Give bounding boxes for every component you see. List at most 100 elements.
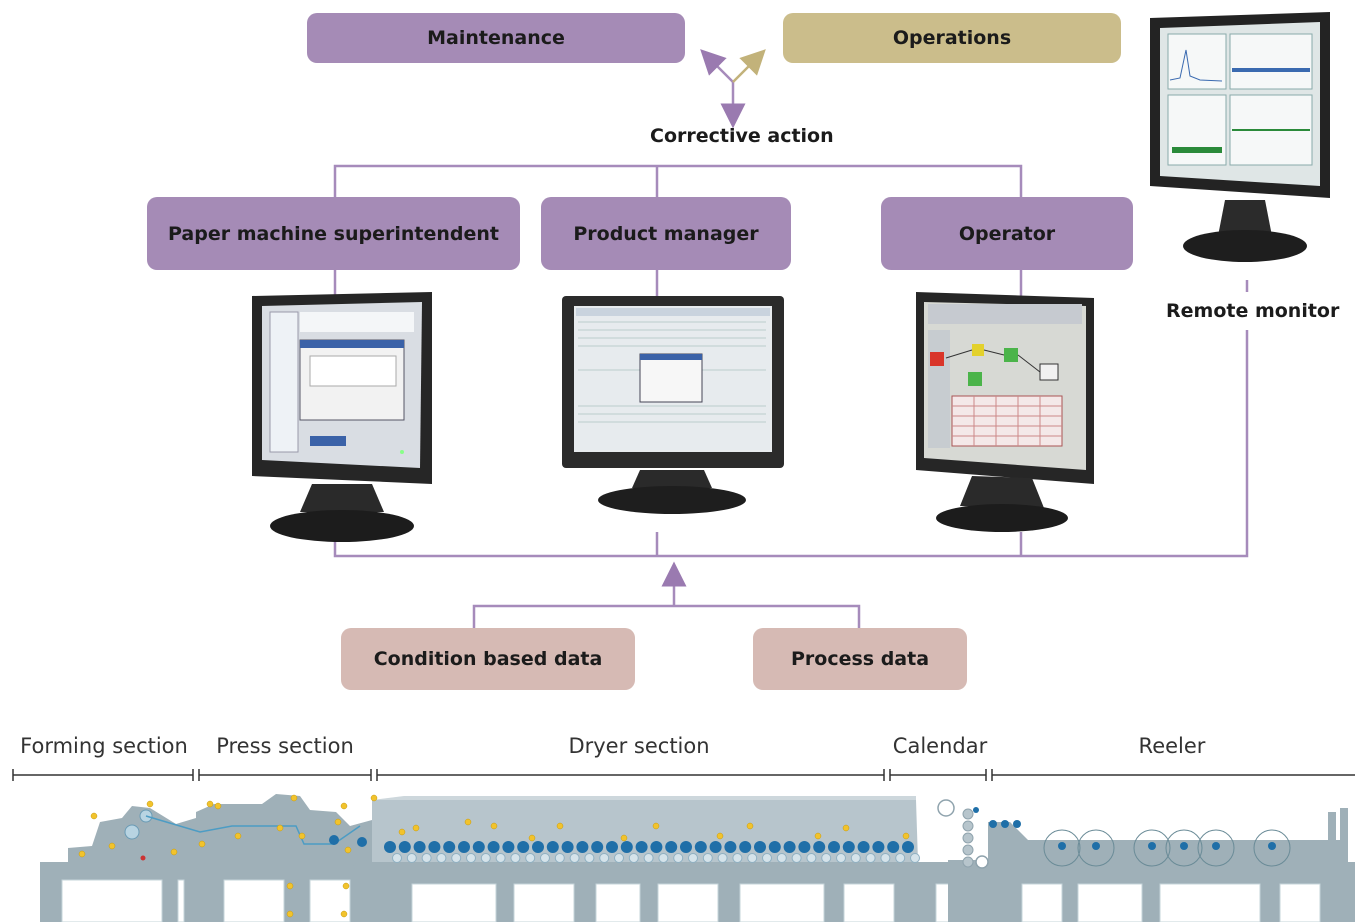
- dryer-cylinder-top: [709, 841, 722, 853]
- dryer-cylinder-bottom: [910, 853, 920, 863]
- dryer-cylinder-top: [694, 841, 707, 853]
- corrective-action-label: Corrective action: [650, 125, 834, 147]
- dryer-cylinder-top: [828, 841, 840, 853]
- dryer-cylinder-bottom: [584, 853, 595, 863]
- dryer-cylinder-bottom: [850, 853, 861, 863]
- calendar-label: Calendar: [892, 734, 988, 758]
- reeler-label: Reeler: [1138, 734, 1206, 758]
- dryer-cylinder-bottom: [480, 853, 491, 863]
- dryer-cylinder-bottom: [791, 853, 802, 863]
- dryer-cylinder-bottom: [466, 853, 476, 863]
- dryer-cylinder-top: [517, 841, 530, 853]
- process-data-box: Process data: [753, 628, 967, 690]
- dryer-cylinder-top: [739, 841, 752, 853]
- dryer-cylinder-top: [561, 841, 574, 853]
- dryer-cylinder-top: [798, 841, 811, 853]
- dryer-cylinder-bottom: [895, 853, 906, 863]
- product-manager-label: Product manager: [573, 222, 759, 245]
- dryer-cylinder-bottom: [392, 853, 402, 863]
- operator-monitor-image: [916, 292, 1094, 532]
- dryer-cylinder-bottom: [702, 853, 713, 863]
- dryer-cylinder-top: [887, 841, 900, 853]
- dryer-cylinder-top: [443, 841, 456, 853]
- dryer-cylinder-bottom: [806, 853, 817, 863]
- dryer-cylinder-top: [458, 841, 470, 853]
- dryer-cylinder-top: [591, 841, 604, 853]
- dryer-cylinder-bottom: [865, 853, 876, 863]
- product-manager-monitor-image: [562, 296, 784, 514]
- product-manager-box: Product manager: [541, 197, 791, 270]
- dryer-cylinder-top: [620, 841, 633, 853]
- dryer-cylinder-bottom: [747, 853, 758, 863]
- dryer-cylinder-top: [813, 841, 826, 853]
- dryer-cylinder-bottom: [732, 853, 743, 863]
- maintenance-box: Maintenance: [307, 13, 685, 63]
- dryer-cylinder-top: [576, 841, 589, 853]
- dryer-cylinder-bottom: [880, 853, 891, 863]
- dryer-cylinder-top: [680, 841, 692, 853]
- dryer-cylinder-bottom: [406, 853, 417, 863]
- remote-monitor-image: [1150, 12, 1330, 262]
- dryer-cylinder-top: [650, 841, 663, 853]
- dryer-cylinder-top: [413, 841, 426, 853]
- dryer-cylinder-top: [398, 841, 411, 853]
- dryer-cylinder-bottom: [525, 853, 536, 863]
- dryer-cylinder-top: [857, 841, 870, 853]
- dryer-cylinder-bottom: [599, 853, 610, 863]
- dryer-cylinder-top: [502, 841, 515, 853]
- dryer-cylinder-bottom: [776, 853, 787, 863]
- superintendent-label: Paper machine superintendent: [168, 222, 499, 245]
- dryer-cylinder-top: [665, 841, 678, 853]
- operations-label: Operations: [892, 27, 1012, 49]
- dryer-cylinder-bottom: [673, 853, 684, 863]
- dryer-cylinder-top: [902, 841, 914, 853]
- dryer-cylinder-bottom: [821, 853, 832, 863]
- dryer-cylinder-bottom: [628, 853, 639, 863]
- remote-monitor-label: Remote monitor: [1166, 300, 1340, 322]
- operator-label: Operator: [958, 222, 1056, 245]
- operations-box: Operations: [783, 13, 1121, 63]
- superintendent-monitor-image: [252, 292, 432, 542]
- dryer-cylinder-top: [546, 841, 559, 853]
- dryer-cylinder-top: [783, 841, 796, 853]
- dryer-cylinder-top: [724, 841, 737, 853]
- process-data-label: Process data: [790, 648, 930, 670]
- dryer-cylinder-bottom: [762, 853, 772, 863]
- condition-data-label: Condition based data: [373, 648, 603, 670]
- dryer-cylinder-bottom: [554, 853, 565, 863]
- dryer-cylinder-top: [842, 841, 855, 853]
- dryer-cylinder-top: [872, 841, 885, 853]
- dryer-cylinder-bottom: [569, 853, 580, 863]
- dryer-cylinder-bottom: [451, 853, 462, 863]
- dryer-cylinder-bottom: [614, 853, 624, 863]
- dryer-cylinder-top: [384, 841, 396, 853]
- superintendent-box: Paper machine superintendent: [147, 197, 520, 270]
- forming-section-label: Forming section: [20, 734, 188, 758]
- dryer-cylinder-top: [428, 841, 441, 853]
- dryer-cylinder-bottom: [836, 853, 846, 863]
- dryer-cylinder-bottom: [495, 853, 506, 863]
- maintenance-label: Maintenance: [427, 27, 565, 49]
- operator-box: Operator: [881, 197, 1133, 270]
- dryer-cylinder-top: [472, 841, 485, 853]
- dryer-cylinder-bottom: [510, 853, 521, 863]
- dryer-cylinder-bottom: [658, 853, 669, 863]
- section-brackets: [12, 769, 1355, 781]
- dryer-cylinder-bottom: [421, 853, 432, 863]
- dryer-cylinder-top: [532, 841, 544, 853]
- press-section-label: Press section: [216, 734, 354, 758]
- dryer-cylinder-top: [487, 841, 500, 853]
- dryer-cylinder-bottom: [688, 853, 698, 863]
- dryer-cylinder-top: [754, 841, 766, 853]
- dryer-cylinder-top: [768, 841, 781, 853]
- dryer-cylinder-bottom: [436, 853, 447, 863]
- dryer-cylinder-top: [606, 841, 618, 853]
- condition-data-box: Condition based data: [341, 628, 635, 690]
- dryer-cylinder-bottom: [643, 853, 654, 863]
- dryer-cylinder-bottom: [717, 853, 728, 863]
- dryer-section-label: Dryer section: [568, 734, 710, 758]
